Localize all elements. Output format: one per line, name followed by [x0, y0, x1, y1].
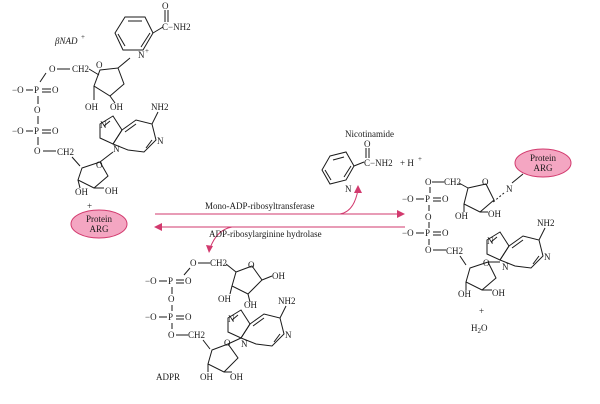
adenine-r-nh2: NH2 [537, 218, 555, 228]
adpr-adenine-n-b: N [241, 339, 248, 349]
phos-r2-o: O [442, 228, 449, 238]
ribose1-o: O [96, 60, 103, 70]
adpr-adenine-n-a: N [228, 314, 235, 324]
phos1-minus-o: −O [12, 85, 24, 95]
o-r2: O [425, 245, 432, 255]
o-r-bridge: O [425, 212, 432, 222]
pyridinium-charge: + [145, 47, 149, 55]
amide-o: O [162, 1, 169, 11]
phos-r1-o: O [442, 194, 449, 204]
ribose-r-oh-a: OH [455, 211, 468, 221]
adenine-r-n-b: N [502, 262, 509, 272]
pyridinium-n: N [138, 50, 145, 60]
enzyme-forward: Mono-ADP-ribosyltransferase [205, 201, 314, 211]
phos2-p: P [34, 126, 39, 136]
ch2-b: CH2 [57, 147, 74, 157]
ribose-2 [77, 151, 114, 189]
ribose-1 [93, 57, 131, 97]
protein-right-line1: Protein [530, 153, 556, 163]
reaction-arrows: Mono-ADP-ribosyltransferase ADP-ribosyla… [154, 185, 405, 253]
phos2-o: O [52, 126, 59, 136]
ch2-r2: CH2 [446, 246, 463, 256]
pyridinium-ring [114, 16, 154, 51]
adpr-p1: P [168, 276, 173, 286]
nicotinamide-o: O [364, 139, 371, 149]
adpr-adenine-n-c: N [285, 330, 292, 340]
adenine1-n-a: N [100, 120, 107, 130]
protein-arg-left: Protein ARG [70, 209, 128, 239]
adpr-ribose1-oh-c1: OH [272, 271, 285, 281]
adenine1-nh2: NH2 [151, 102, 169, 112]
phos2-minus-o: −O [12, 126, 24, 136]
adpr-adenine-nh2: NH2 [278, 296, 296, 306]
water-label: H2O [471, 323, 488, 335]
protein-arg-right [514, 148, 572, 178]
adpr-p2-o: O [185, 312, 192, 322]
amide-c: C−NH2 [162, 22, 191, 32]
phos-r1-minus-o: −O [402, 194, 414, 204]
plus-h: + H [400, 158, 414, 168]
adpr-molecule: O CH2 −O P O O −O P O O CH2 O OH OH OH [145, 258, 296, 382]
adpr-ribose2-oh-b: OH [230, 372, 243, 382]
ribose-r-oh-b: OH [488, 209, 501, 219]
adpr-p2: P [168, 312, 173, 322]
o-r1: O [425, 177, 432, 187]
plus-water: + [479, 306, 484, 316]
ribose-r2-oh-a: OH [458, 289, 471, 299]
phos-r2-minus-o: −O [402, 228, 414, 238]
ribose-r-o: O [482, 177, 489, 187]
adenine1-n-b: N [113, 144, 120, 154]
phos1-p: P [34, 85, 39, 95]
o-bridge: O [34, 105, 41, 115]
adenine-r-n-a: N [487, 236, 494, 246]
ribose2-oh-a: OH [75, 187, 88, 197]
plus-nad-protein: + [87, 201, 92, 211]
o-link-2: O [34, 146, 41, 156]
ribose-r2-o: O [483, 258, 490, 268]
bnad-molecule: βNAD + N + C−NH2 O O OH OH CH2 O −O [12, 1, 191, 197]
phos-r2-p: P [425, 228, 430, 238]
protein-left-line2: ARG [89, 224, 109, 234]
ribose2-o: O [96, 160, 103, 170]
ribose1-oh-a: OH [85, 102, 98, 112]
adenine-r-n-c: N [544, 252, 551, 262]
arg-n: N [506, 184, 513, 194]
nicotinamide-label: Nicotinamide [345, 129, 394, 139]
adpr-p1-o: O [185, 276, 192, 286]
nicotinamide-n: N [345, 184, 352, 194]
ch2-a: CH2 [72, 64, 89, 74]
adpr-ch2-b: CH2 [188, 330, 205, 340]
adpr-ribose2-oh-a: OH [200, 372, 213, 382]
ribose2-oh-b: OH [105, 186, 118, 196]
ribose1-oh-b: OH [110, 102, 123, 112]
enzyme-reverse: ADP-ribosylarginine hydrolase [209, 229, 322, 239]
adp-ribosyl-protein: Protein ARG N O OH OH CH2 O −O P O O −O … [402, 148, 572, 299]
phos-r1-p: P [425, 194, 430, 204]
protein-left-line1: Protein [86, 214, 112, 224]
adpr-label: ADPR [156, 372, 180, 382]
h-charge: + [418, 155, 422, 163]
adpr-p1-minus-o: −O [145, 276, 157, 286]
adpr-o-link2: O [168, 330, 175, 340]
adpr-ribose2-o: O [224, 338, 231, 348]
bnad-charge: + [81, 33, 85, 41]
ribose-r2-oh-b: OH [492, 288, 505, 298]
phos1-o: O [52, 85, 59, 95]
ch2-r1: CH2 [444, 177, 461, 187]
adpr-ribose1-o: O [248, 260, 255, 270]
adenine1-n-c: N [157, 136, 164, 146]
nicotinamide-molecule: Nicotinamide N C−NH2 + H + O [321, 129, 422, 194]
adenine-ring [99, 115, 157, 153]
bnad-label: βNAD [54, 36, 78, 46]
adpr-p2-minus-o: −O [145, 312, 157, 322]
adpr-ch2-a: CH2 [210, 258, 227, 268]
o-link-1: O [49, 64, 56, 74]
adpr-ribose1-oh-b: OH [244, 300, 257, 310]
nicotinamide-amide: C−NH2 [364, 158, 393, 168]
adpr-ribose1-oh-a: OH [218, 294, 231, 304]
adpr-o-bridge: O [168, 294, 175, 304]
adpr-o-link1: O [190, 258, 197, 268]
protein-right-line2: ARG [533, 163, 553, 173]
